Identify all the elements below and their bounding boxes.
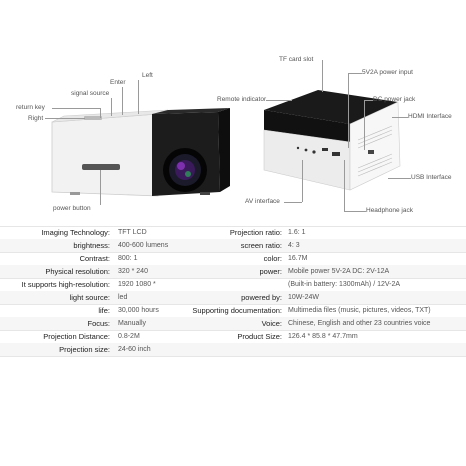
spec-value: Manually bbox=[118, 319, 147, 327]
spec-label: screen ratio: bbox=[240, 241, 282, 250]
label-power-button: power button bbox=[53, 205, 91, 212]
spec-row: brightness: 400-600 lumens screen ratio: 4:… bbox=[0, 239, 466, 252]
row-divider bbox=[0, 252, 466, 253]
label-usb-interface: USB Interface bbox=[411, 174, 452, 181]
label-remote-indicator: Remote indicator bbox=[217, 96, 267, 103]
spec-label: power: bbox=[259, 267, 282, 276]
spec-value: 126.4 * 85.8 * 47.7mm bbox=[288, 332, 358, 340]
row-divider bbox=[0, 330, 466, 331]
spec-row: light source: led powered by: 10W-24W bbox=[0, 291, 466, 304]
spec-value: Mobile power 5V-2A DC: 2V-12A bbox=[288, 267, 390, 275]
label-headphone-jack: Headphone jack bbox=[366, 207, 413, 214]
spec-value: 400-600 lumens bbox=[118, 241, 169, 249]
spec-label: Projection size: bbox=[59, 345, 110, 354]
spec-row: Projection Distance: 0.8-2M Product Size: 1… bbox=[0, 330, 466, 343]
label-left: Left bbox=[142, 72, 153, 79]
spec-label: brightness: bbox=[73, 241, 110, 250]
spec-row: life: 30,000 hours Supporting documentatio… bbox=[0, 304, 466, 317]
spec-value: 30,000 hours bbox=[118, 306, 159, 314]
label-return-key: return key bbox=[16, 104, 45, 111]
spec-value: Multimedia files (music, pictures, video… bbox=[288, 306, 431, 314]
row-divider bbox=[0, 278, 466, 279]
label-tf-card-slot: TF card slot bbox=[279, 56, 314, 63]
row-divider bbox=[0, 356, 466, 357]
spec-label: life: bbox=[98, 306, 110, 315]
spec-row: Contrast: 800: 1 color: 16.7M bbox=[0, 252, 466, 265]
spec-row: Imaging Technology: TFT LCD Projection rat… bbox=[0, 226, 466, 239]
spec-row: It supports high-resolution: 1920 1080 * (… bbox=[0, 278, 466, 291]
label-5v2a-power-input: 5V2A power input bbox=[362, 69, 413, 76]
label-dc-power-jack: DC power jack bbox=[373, 96, 416, 103]
spec-value: 320 * 240 bbox=[118, 267, 148, 275]
projector-front-image bbox=[51, 108, 230, 197]
row-divider bbox=[0, 226, 466, 227]
row-divider bbox=[0, 304, 466, 305]
spec-label: Projection Distance: bbox=[43, 332, 110, 341]
spec-value: Chinese, English and other 23 countries … bbox=[288, 319, 431, 327]
spec-label: Focus: bbox=[87, 319, 110, 328]
spec-label: color: bbox=[263, 254, 282, 263]
spec-value: TFT LCD bbox=[118, 228, 147, 236]
spec-row: Projection size: 24-60 inch bbox=[0, 343, 466, 356]
spec-row: Physical resolution: 320 * 240 power: Mobil… bbox=[0, 265, 466, 278]
projector-rear-image bbox=[263, 90, 401, 191]
spec-label: Physical resolution: bbox=[45, 267, 110, 276]
spec-value: led bbox=[118, 293, 128, 301]
spec-value: 1.6: 1 bbox=[288, 228, 306, 236]
spec-label: light source: bbox=[69, 293, 110, 302]
spec-label: It supports high-resolution: bbox=[21, 280, 110, 289]
label-av-interface: AV interface bbox=[245, 198, 280, 205]
spec-value: (Built-in battery: 1300mAh) / 12V-2A bbox=[288, 280, 401, 288]
spec-value: 10W-24W bbox=[288, 293, 319, 301]
spec-label: Contrast: bbox=[79, 254, 110, 263]
spec-label: Product Size: bbox=[237, 332, 282, 341]
spec-value: 0.8-2M bbox=[118, 332, 140, 340]
spec-value: 16.7M bbox=[288, 254, 308, 262]
spec-label: Voice: bbox=[261, 319, 282, 328]
spec-row: Focus: Manually Voice: Chinese, English and… bbox=[0, 317, 466, 330]
spec-label: Supporting documentation: bbox=[192, 306, 282, 315]
label-signal-source: signal source bbox=[71, 90, 110, 97]
spec-label: powered by: bbox=[241, 293, 282, 302]
spec-value: 800: 1 bbox=[118, 254, 138, 262]
spec-value: 1920 1080 * bbox=[118, 280, 156, 288]
spec-value: 24-60 inch bbox=[118, 345, 151, 353]
label-hdmi-interface: HDMI Interface bbox=[408, 113, 452, 120]
label-right: Right bbox=[28, 115, 44, 122]
spec-label: Projection ratio: bbox=[229, 228, 282, 237]
label-enter: Enter bbox=[110, 79, 126, 86]
spec-label: Imaging Technology: bbox=[41, 228, 110, 237]
spec-value: 4: 3 bbox=[288, 241, 300, 249]
